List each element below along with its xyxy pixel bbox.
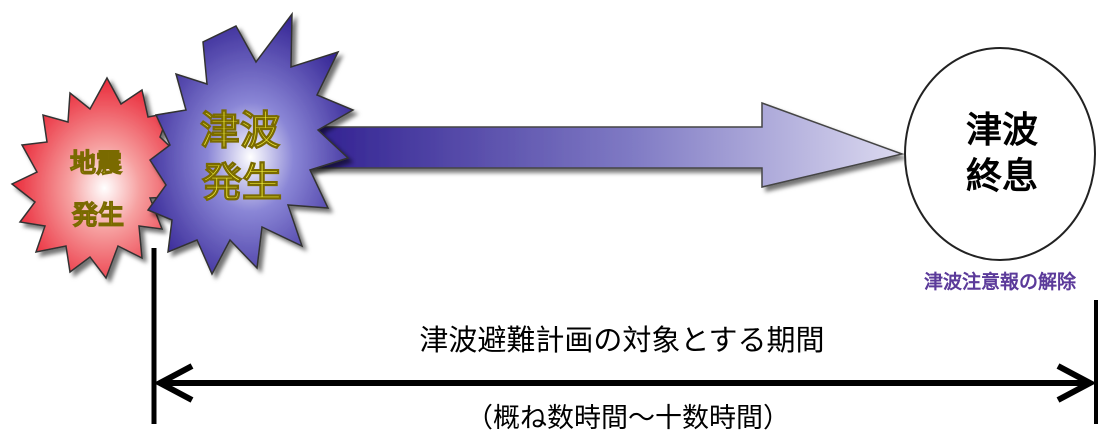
tsunami-end-circle — [904, 47, 1096, 261]
period-note: （概ね数時間〜十数時間） — [466, 403, 790, 434]
tsunami-end-line1: 津波 — [966, 110, 1038, 151]
tsunami-burst-shape — [146, 11, 355, 276]
tsunami-burst — [146, 11, 355, 276]
advisory-lift-label: 津波注意報の解除 — [924, 270, 1077, 293]
tsunami-text-line1: 津波 — [200, 108, 280, 154]
period-label: 津波避難計画の対象とする期間 — [419, 323, 824, 357]
tsunami-text-line2: 発生 — [202, 160, 282, 206]
earthquake-burst — [10, 76, 182, 280]
earthquake-text-line2: 発生 — [71, 201, 124, 231]
tsunami-progress-arrow — [299, 101, 905, 188]
earthquake-burst-shape — [10, 76, 182, 280]
period-double-arrow — [153, 363, 1097, 403]
earthquake-text-line1: 地震 — [70, 149, 123, 179]
tsunami-end-line2: 終息 — [966, 156, 1038, 197]
